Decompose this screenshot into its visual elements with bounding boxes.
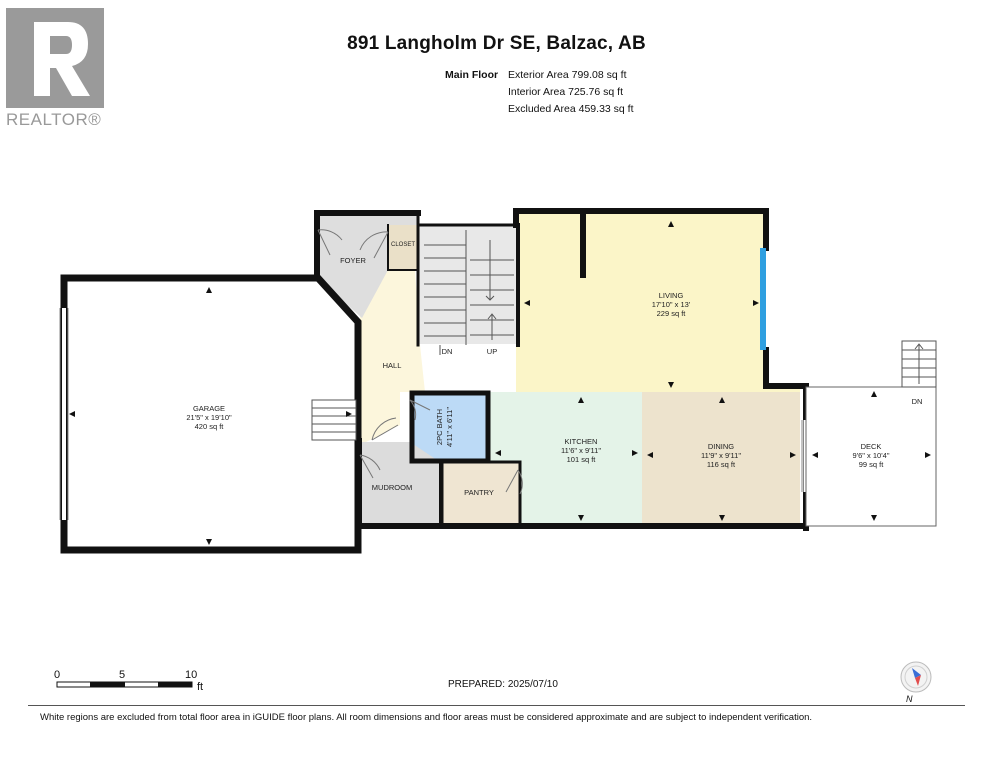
living-fill [516, 213, 800, 392]
scale-bar [56, 681, 193, 688]
scale-tick-10: 10 [185, 669, 198, 681]
scale-unit: ft [197, 681, 204, 693]
interior-area: Interior Area 725.76 sq ft [508, 86, 623, 98]
dining-fill [642, 392, 800, 524]
garage-dims: 21'5" x 19'10" [186, 413, 232, 422]
exterior-area: Exterior Area 799.08 sq ft [508, 69, 627, 81]
compass-north-label: N [906, 694, 913, 704]
stairs-up-label: UP [487, 347, 497, 356]
deck-area: 99 sq ft [859, 460, 885, 469]
bath-dims: 4'11" x 6'11" [445, 407, 454, 447]
prepared-date: PREPARED: 2025/07/10 [448, 679, 558, 690]
mudroom-label: MUDROOM [372, 483, 412, 492]
garage-name: GARAGE [193, 404, 225, 413]
walls [60, 208, 809, 554]
kitchen-name: KITCHEN [565, 437, 598, 446]
excluded-area: Excluded Area 459.33 sq ft [508, 103, 634, 115]
garage-steps [311, 399, 357, 441]
bath-name: 2PC BATH [435, 409, 444, 445]
compass-icon [900, 661, 932, 693]
foyer-wall [314, 210, 421, 281]
kitchen-dims: 11'6" x 9'11" [561, 446, 601, 455]
deck-dims: 9'6" x 10'4" [853, 451, 890, 460]
bath-label: 2PC BATH 4'11" x 6'11" [435, 407, 454, 447]
pantry-label: PANTRY [464, 488, 494, 497]
closet-label: CLOSET [391, 242, 415, 248]
footer-divider [28, 705, 965, 706]
realtor-r-logo-icon [6, 8, 104, 108]
page-title: 891 Langholm Dr SE, Balzac, AB [347, 33, 646, 54]
deck-stairs [901, 340, 937, 388]
dining-dims: 11'9" x 9'11" [701, 451, 741, 460]
bath-fill [414, 395, 486, 459]
closet-wall [387, 224, 419, 271]
pantry-fill [442, 462, 520, 524]
living-dims: 17'10" x 13' [652, 300, 691, 309]
garage-area: 420 sq ft [195, 422, 225, 431]
door-swings [317, 229, 523, 495]
dining-name: DINING [708, 442, 734, 451]
realtor-wordmark: REALTOR® [6, 110, 102, 129]
kitchen-area: 101 sq ft [567, 455, 597, 464]
stairs-down-label: DN [442, 347, 453, 356]
scale-tick-0: 0 [54, 669, 61, 681]
dimension-arrows [69, 221, 931, 545]
living-area: 229 sq ft [657, 309, 687, 318]
living-top-wall [513, 208, 769, 251]
deck-stairs-down-label: DN [912, 397, 923, 406]
interior-stairs [424, 230, 514, 355]
floor-label: Main Floor [445, 69, 499, 81]
living-name: LIVING [659, 291, 684, 300]
room-labels: GARAGE 21'5" x 19'10" 420 sq ft LIVING 1… [186, 242, 922, 497]
scale-tick-5: 5 [119, 669, 126, 681]
realtor-logo: REALTOR® [6, 8, 116, 132]
foyer-label: FOYER [340, 256, 366, 265]
hall-label: HALL [383, 361, 402, 370]
footer-disclaimer: White regions are excluded from total fl… [40, 712, 813, 723]
garage-top-wall [60, 274, 362, 554]
closet-fill [388, 225, 418, 270]
deck-outline [805, 386, 937, 527]
deck-name: DECK [861, 442, 882, 451]
dining-area: 116 sq ft [707, 460, 736, 469]
